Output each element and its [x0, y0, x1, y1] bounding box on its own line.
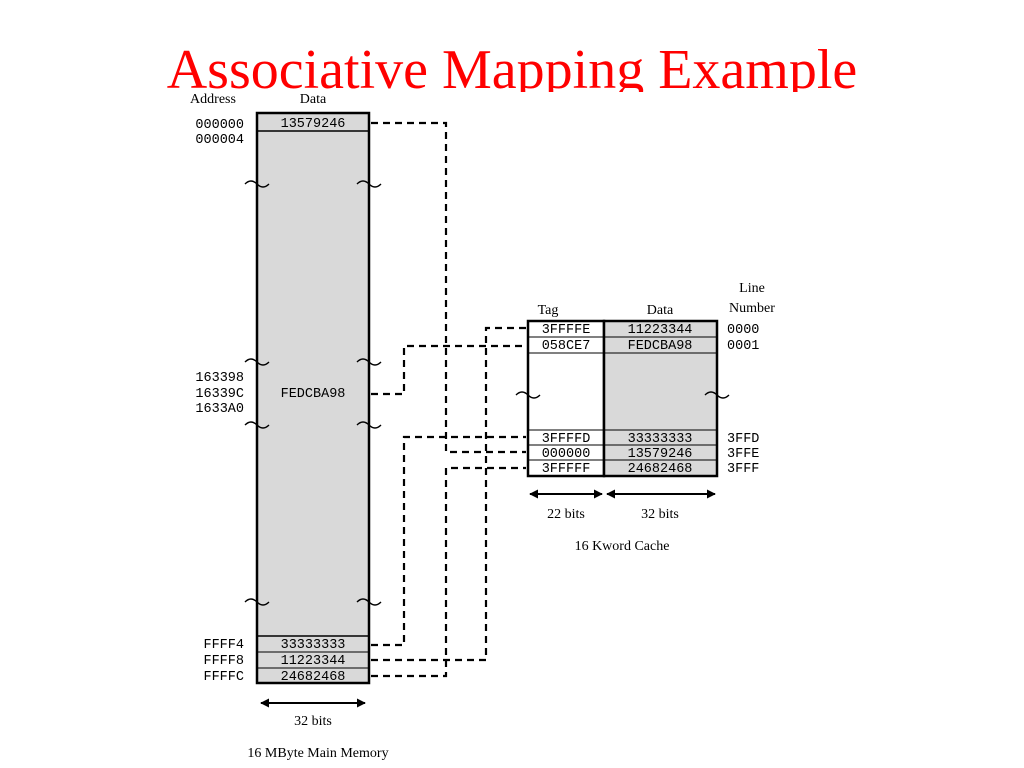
- mapping-line-33333333: [371, 435, 526, 647]
- cache-tag: 000000: [542, 447, 591, 462]
- cache-tag-width-label: 22 bits: [547, 507, 585, 522]
- main-memory-block: [255, 111, 371, 685]
- mm-break-mark: [244, 598, 270, 606]
- cache-data-word: FEDCBA98: [628, 339, 693, 354]
- cache: Tag Data Line Number 3FFFFE 11223344 000…: [515, 281, 775, 554]
- cache-line-header: Number: [729, 301, 775, 316]
- mm-caption: 16 MByte Main Memory: [247, 746, 388, 761]
- mapping-line-13579246: [371, 121, 526, 454]
- main-memory: Address Data 000000 000004 13579246 1633…: [190, 92, 389, 761]
- mm-break-mark: [356, 358, 382, 366]
- cache-tag: 3FFFFD: [542, 432, 591, 447]
- mapping-line-24682468: [371, 466, 526, 678]
- mm-data-header: Data: [300, 92, 327, 107]
- cache-data-header: Data: [647, 303, 674, 318]
- mm-address-header: Address: [190, 92, 236, 107]
- cache-data-width-label: 32 bits: [641, 507, 679, 522]
- cache-break-mark: [704, 391, 730, 399]
- mm-data-word: 24682468: [281, 670, 346, 685]
- mm-data-word: 33333333: [281, 638, 346, 653]
- cache-line-number: 0001: [727, 339, 759, 354]
- mm-break-mark: [356, 598, 382, 606]
- mm-address: 16339C: [195, 387, 244, 402]
- mm-address: 000004: [195, 133, 244, 148]
- mm-width-label: 32 bits: [294, 714, 332, 729]
- mm-break-mark: [356, 421, 382, 429]
- mm-break-mark: [244, 180, 270, 188]
- mm-address: FFFF4: [203, 638, 244, 653]
- cache-data-word: 11223344: [628, 323, 693, 338]
- cache-tag-header: Tag: [538, 303, 559, 318]
- mapping-lines: [371, 121, 526, 678]
- cache-line-header: Line: [739, 281, 765, 296]
- mm-break-mark: [356, 180, 382, 188]
- slide-title: Associative Mapping Example: [166, 39, 858, 92]
- cache-line-number: 0000: [727, 323, 759, 338]
- mm-address: 1633A0: [195, 402, 244, 417]
- cache-data-word: 24682468: [628, 462, 693, 477]
- mm-address: 163398: [195, 371, 244, 386]
- mm-break-mark: [244, 421, 270, 429]
- mm-address: FFFFC: [203, 670, 244, 685]
- mapping-line-fedcba98: [371, 344, 526, 396]
- cache-data-word: 33333333: [628, 432, 693, 447]
- mm-data-word: FEDCBA98: [281, 387, 346, 402]
- cache-caption: 16 Kword Cache: [575, 539, 670, 554]
- mm-address: 000000: [195, 118, 244, 133]
- cache-line-number: 3FFE: [727, 447, 759, 462]
- cache-tag: 3FFFFE: [542, 323, 591, 338]
- mm-break-mark: [244, 358, 270, 366]
- cache-break-mark: [515, 391, 541, 399]
- cache-data-column: [602, 319, 719, 478]
- mm-data-word: 11223344: [281, 654, 346, 669]
- cache-tag: 058CE7: [542, 339, 591, 354]
- cache-line-number: 3FFD: [727, 432, 759, 447]
- mm-address: FFFF8: [203, 654, 244, 669]
- mm-data-word: 13579246: [281, 117, 346, 132]
- cache-data-word: 13579246: [628, 447, 693, 462]
- cache-tag: 3FFFFF: [542, 462, 591, 477]
- cache-line-number: 3FFF: [727, 462, 759, 477]
- mapping-line-11223344: [371, 326, 526, 662]
